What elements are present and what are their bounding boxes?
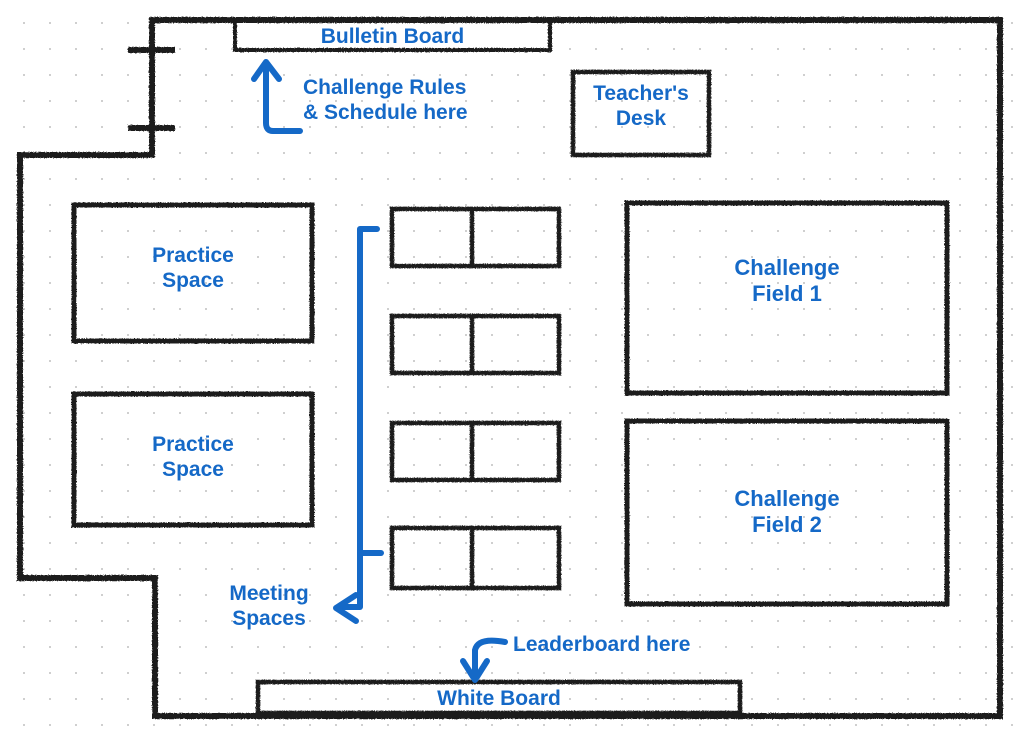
practice-space-2-outline [71,391,315,528]
meeting-table-3 [389,420,562,483]
leaderboard-arrow [472,637,508,679]
challenge-rules-arrowhead [251,59,282,82]
perimeter-wall [17,17,1003,719]
meeting-table-2 [389,313,562,376]
meeting-spaces-annotation: Meeting Spaces [229,582,309,630]
bulletin-board-outline [233,19,552,52]
challenge-field-2-outline [624,418,950,607]
challenge-field-1-outline [624,200,950,396]
practice-space-1-outline [71,202,315,344]
leaderboard-annotation: Leaderboard here [513,633,691,656]
meeting-spaces-bracket [340,226,380,610]
meeting-table-4 [389,525,562,591]
meeting-table-1 [389,206,562,269]
challenge-rules-arrow [263,61,303,134]
meeting-spaces-arrowhead [333,592,359,624]
challenge-rules-annotation: Challenge Rules & Schedule here [303,76,468,124]
leaderboard-arrowhead [460,658,490,683]
teachers-desk-outline [570,69,712,158]
white-board-outline [255,679,743,716]
